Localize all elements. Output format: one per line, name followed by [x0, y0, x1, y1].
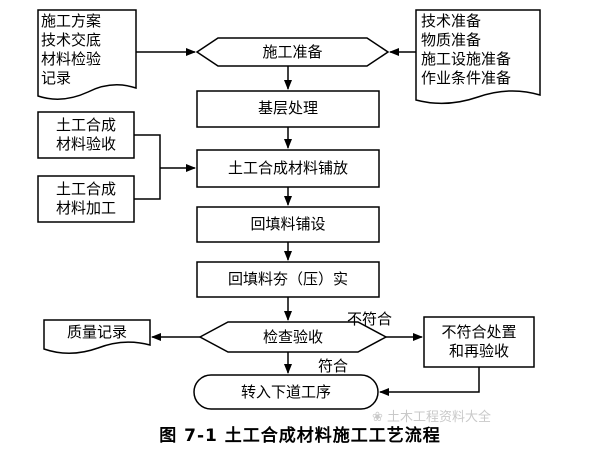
- watermark-text: 土木工程资料大全: [387, 410, 492, 425]
- backfill-lay-label: 回填料铺设: [250, 215, 326, 233]
- prep-items-label: 技术准备 物质准备 施工设施准备 作业条件准备: [421, 12, 512, 87]
- next-label: 转入下道工序: [240, 383, 331, 401]
- quality-record-shape: [43, 319, 151, 354]
- next-terminator: [193, 374, 379, 410]
- lay-label: 土工合成材料铺放: [227, 159, 348, 177]
- watermark-icon: ❀: [372, 410, 388, 425]
- prepare-shape: [195, 37, 390, 67]
- arrow-nonconform-to-next: [379, 367, 480, 396]
- mat-check-label: 土工合成 材料验收: [55, 116, 116, 153]
- prep-items-shape: [415, 9, 541, 105]
- mat-process-label: 土工合成 材料加工: [55, 180, 116, 217]
- compact-label: 回填料夯（压）实: [227, 270, 348, 288]
- plan-docs-shape: [37, 9, 137, 100]
- figure-caption: 图 7-1 土工合成材料施工工艺流程: [159, 426, 441, 446]
- plan-docs-label: 施工方案 技术交底 材料检验 记录: [41, 12, 102, 87]
- connector-materials: [134, 134, 161, 200]
- inspect-label: 检查验收: [262, 328, 323, 346]
- edge-label-no: 不符合: [347, 310, 393, 328]
- edge-label-yes: 符合: [318, 357, 349, 375]
- nonconform-label: 不符合处置 和再验收: [441, 323, 517, 360]
- prepare-label: 施工准备: [262, 43, 323, 61]
- watermark: ❀ 土木工程资料大全: [372, 406, 491, 425]
- base-label: 基层处理: [257, 99, 318, 117]
- quality-record-label: 质量记录: [66, 323, 127, 341]
